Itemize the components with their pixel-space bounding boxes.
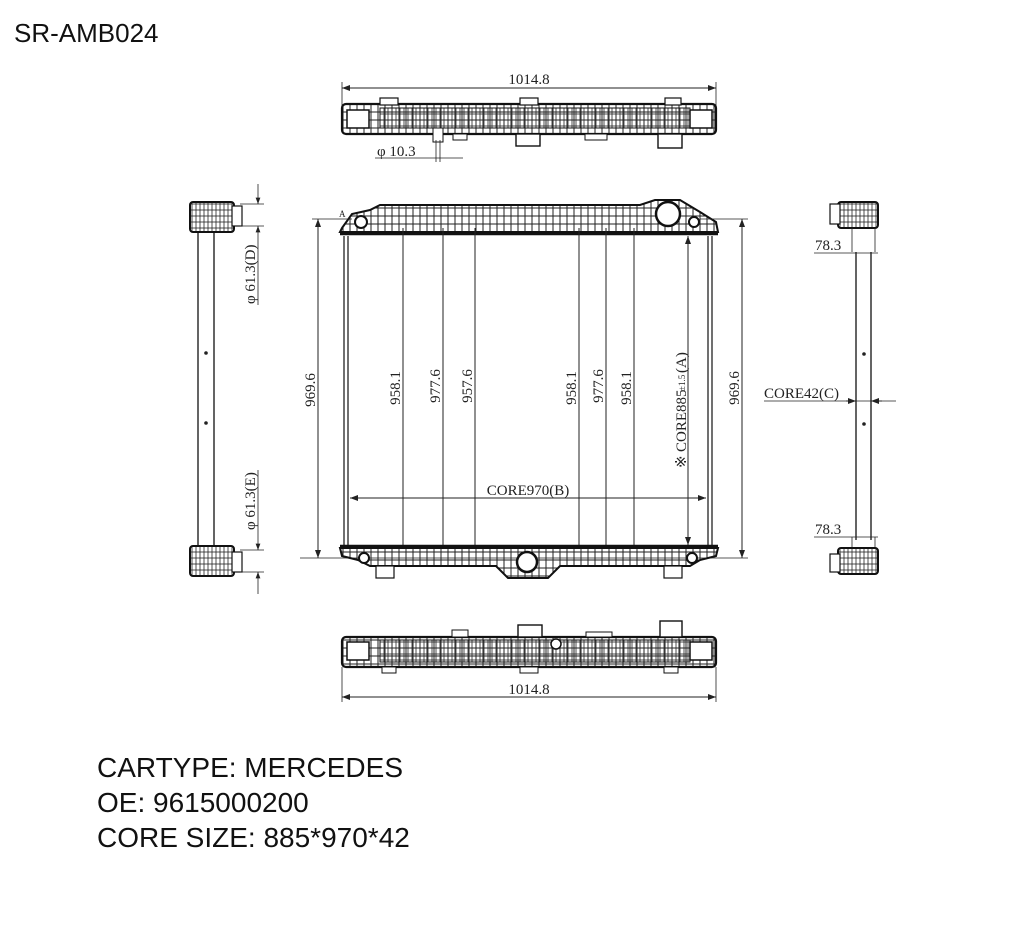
tube-dim-6: 958.1 xyxy=(619,371,635,405)
overall-height-left-dim: 969.6 xyxy=(303,373,319,407)
top-offset-dim: 78.3 xyxy=(815,238,841,254)
part-number: SR-AMB024 xyxy=(14,18,159,48)
tube-dim-1: 958.1 xyxy=(388,371,404,405)
top-view: 1014.8 φ 10.3 xyxy=(340,72,718,162)
tube-dim-4: 958.1 xyxy=(564,371,580,405)
product-info: CARTYPE: MERCEDES OE: 9615000200 CORE SI… xyxy=(97,750,410,855)
svg-text:(A): (A) xyxy=(674,352,690,373)
pipe-diameter-dim: φ 10.3 xyxy=(377,144,416,160)
corner-label-a: A xyxy=(339,209,346,219)
svg-text:CORE885: CORE885 xyxy=(674,389,690,452)
svg-text:±1.5: ±1.5 xyxy=(677,374,687,391)
left-side-view: φ 61.3(D) φ 61.3(E) xyxy=(189,184,264,594)
tube-dim-3: 957.6 xyxy=(460,369,476,403)
front-view: A 969.6 969.6 958.1 977.6 957.6 958.1 97… xyxy=(300,199,748,579)
core-width-dim: CORE970(B) xyxy=(487,483,570,499)
core-size-label: CORE SIZE: 885*970*42 xyxy=(97,822,410,853)
bottom-offset-dim: 78.3 xyxy=(815,522,841,538)
bottom-width-dim: 1014.8 xyxy=(508,682,549,698)
oe-number-label: OE: 9615000200 xyxy=(97,787,309,818)
top-width-dim: 1014.8 xyxy=(508,72,549,88)
tube-dim-5: 977.6 xyxy=(591,369,607,403)
right-side-view: 78.3 CORE42(C) 78.3 xyxy=(764,201,896,575)
svg-text:※: ※ xyxy=(674,455,690,468)
cartype-label: CARTYPE: MERCEDES xyxy=(97,752,403,783)
tube-dim-2: 977.6 xyxy=(428,369,444,403)
bottom-view: 1014.8 xyxy=(340,620,718,702)
inlet-diameter-dim: φ 61.3(D) xyxy=(243,245,259,304)
outlet-diameter-dim: φ 61.3(E) xyxy=(243,472,259,530)
core-depth-dim: CORE42(C) xyxy=(764,386,839,402)
core-height-dim: ※ CORE885 ±1.5 (A) xyxy=(674,352,690,468)
overall-height-right-dim: 969.6 xyxy=(727,371,743,405)
